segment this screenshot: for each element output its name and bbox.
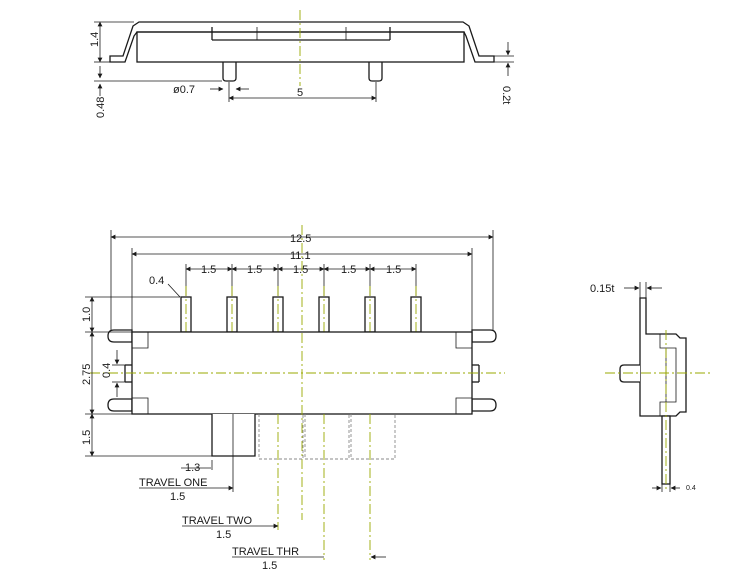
actuator-position-three — [304, 414, 350, 460]
side-view-body — [136, 31, 465, 63]
dim-pitch-1: 1.5 — [201, 264, 216, 276]
side-view-frame — [109, 21, 495, 63]
dim-pin-length: 1.0 — [81, 307, 93, 322]
lug-top-right — [471, 329, 497, 343]
side-view-peg-right — [368, 62, 383, 82]
dim-body-length: 11.1 — [290, 250, 311, 262]
side-view-peg-left — [222, 62, 237, 82]
travel-two-label: TRAVEL TWO — [182, 515, 253, 527]
dim-end-pin-width: 0.4 — [686, 485, 696, 492]
dim-pin-width: 0.4 — [149, 275, 164, 287]
dim-center-offset: 0.4 — [101, 363, 113, 378]
side-view: 1.4 0.48 ø0.7 5 0.2t — [89, 10, 514, 118]
actuator-knob — [211, 414, 256, 457]
dim-body-height: 2.75 — [81, 364, 93, 385]
dim-actuator-width: 1.3 — [185, 462, 200, 474]
lug-bottom-right — [471, 398, 497, 412]
dim-side-height: 1.4 — [89, 32, 101, 47]
travel-three-value: 1.5 — [262, 560, 277, 572]
lug-bottom-left — [107, 398, 133, 412]
travel-two: TRAVEL TWO 1.5 — [182, 515, 279, 541]
dim-pitch-5: 1.5 — [386, 264, 401, 276]
dim-pin-spacing: 5 — [297, 87, 303, 99]
travel-three: TRAVEL THR 1.5 — [232, 546, 386, 572]
travel-one-value: 1.5 — [170, 491, 185, 503]
terminal-pins — [180, 296, 422, 333]
dim-lead-thickness-top: 0.2t — [500, 86, 512, 104]
dim-lead-thickness-end: 0.15t — [590, 283, 614, 295]
travel-three-label: TRAVEL THR — [232, 546, 299, 558]
dim-pitch-2: 1.5 — [247, 264, 262, 276]
actuator-position-two — [258, 414, 304, 460]
front-view: 12.5 11.1 1.5 1.5 1.5 1.5 1.5 0.4 — [81, 225, 505, 572]
travel-two-value: 1.5 — [216, 529, 231, 541]
travel-one-label: TRAVEL ONE — [139, 477, 207, 489]
actuator-position-four — [350, 414, 396, 460]
dim-pitch-4: 1.5 — [341, 264, 356, 276]
end-view: 0.15t 0.4 — [590, 282, 712, 492]
lug-top-left — [107, 329, 133, 343]
travel-one: TRAVEL ONE 1.5 — [139, 477, 234, 503]
end-view-frame — [639, 297, 687, 417]
dim-side-pin-height: 0.48 — [95, 97, 107, 118]
dim-pin-diameter: ø0.7 — [173, 84, 195, 96]
dim-pitch-3: 1.5 — [293, 264, 308, 276]
dim-overall-length: 12.5 — [290, 233, 311, 245]
end-view-actuator — [619, 364, 640, 383]
dim-actuator-height: 1.5 — [81, 430, 93, 445]
